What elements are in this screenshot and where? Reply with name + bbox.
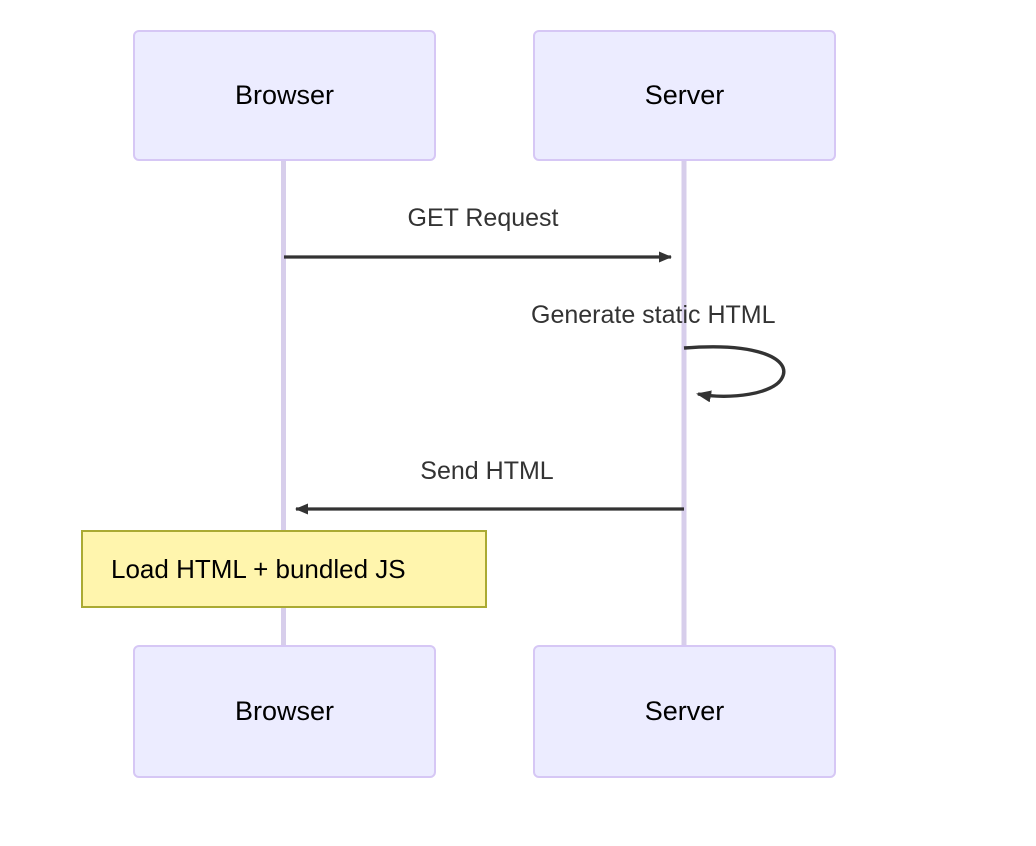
message-selfloop-generate-static-html (683, 345, 786, 403)
message-label-generate-static-html: Generate static HTML (531, 301, 776, 329)
participant-label-server-bottom: Server (644, 696, 725, 726)
participant-box-server-bottom[interactable]: Server (533, 645, 836, 778)
participant-box-server-top[interactable]: Server (533, 30, 836, 161)
note-load-html-bundled-js[interactable]: Load HTML + bundled JS (81, 530, 487, 608)
participant-label-server-top: Server (644, 80, 725, 110)
note-label-load-html: Load HTML + bundled JS (111, 554, 406, 584)
message-label-send-html: Send HTML (420, 457, 554, 485)
participant-label-browser-top: Browser (234, 80, 335, 110)
participant-label-browser-bottom: Browser (234, 696, 335, 726)
participant-box-browser-bottom[interactable]: Browser (133, 645, 436, 778)
participant-box-browser-top[interactable]: Browser (133, 30, 436, 161)
message-label-get-request: GET Request (407, 204, 559, 232)
